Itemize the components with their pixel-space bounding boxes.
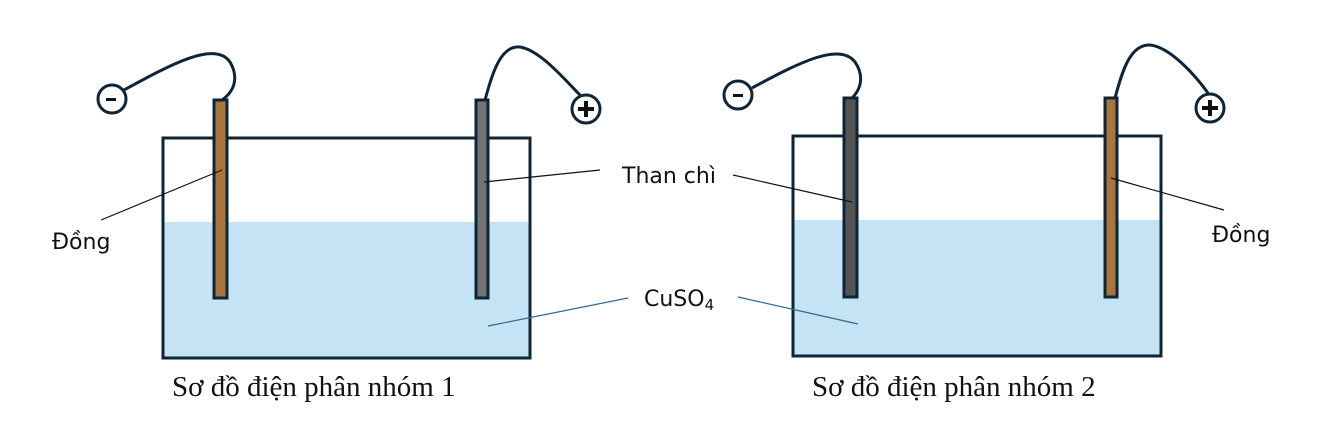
diagram-group-2: Đồng Sơ đồ điện phân nhóm 2 [722,43,1270,403]
leader-solution-1 [487,297,629,327]
copper-electrode-2 [1103,96,1119,299]
leader-copper-1 [100,169,223,221]
label-copper-2: Đồng [1212,223,1270,248]
label-solution-main: CuSO [644,287,705,312]
beaker-1 [161,136,532,360]
minus-icon [106,98,116,101]
positive-terminal-2 [1194,92,1226,124]
copper-electrode-1 [212,98,229,300]
plus-icon-v [1208,100,1212,116]
label-graphite: Than chì [621,164,716,189]
label-copper-1: Đồng [52,230,110,255]
wire-positive-2 [1113,43,1210,99]
leader-graphite-2 [732,174,853,203]
wire-negative-2 [751,52,863,100]
label-solution-subscript: 4 [705,296,715,314]
graphite-electrode-2 [842,96,859,299]
beaker-2 [791,134,1163,358]
label-solution: CuSO4 [644,287,714,314]
negative-terminal-2 [722,79,754,111]
leader-copper-2 [1110,177,1225,211]
caption-2: Sơ đồ điện phân nhóm 2 [812,371,1096,403]
caption-1: Sơ đồ điện phân nhóm 1 [172,371,456,403]
leader-graphite-1 [483,169,601,183]
wire-negative-1 [123,52,237,102]
negative-terminal-1 [96,83,128,115]
positive-terminal-1 [570,93,602,125]
graphite-electrode-1 [474,98,490,300]
leader-solution-2 [737,296,859,325]
plus-icon-v [584,101,588,117]
diagram-group-1: Đồng Sơ đồ điện phân nhóm 1 [52,45,629,403]
wire-positive-1 [483,45,582,101]
minus-icon [733,94,743,97]
